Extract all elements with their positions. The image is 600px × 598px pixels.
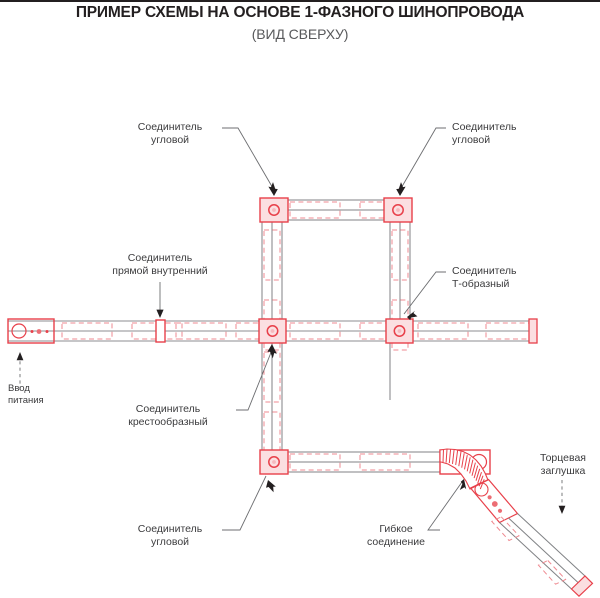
label-cross-connector: Соединитель крестообразный (128, 403, 208, 428)
end-cap-terminal (570, 575, 594, 598)
header-rule (0, 0, 600, 2)
straight-internal-connector[interactable] (155, 319, 166, 343)
label-tee-connector: Соединитель Т-образный (452, 265, 517, 290)
corner-connector-top-right[interactable] (383, 197, 413, 223)
label-corner-top-right: Соединитель угловой (452, 121, 517, 146)
leader-arrowheads (16, 182, 566, 514)
label-power-input: Ввод питания (8, 383, 44, 406)
leader-lines (19, 127, 563, 531)
corner-connector-bottom-left[interactable] (259, 449, 289, 475)
power-input-box-left[interactable] (7, 318, 55, 344)
cross-connector[interactable] (258, 318, 287, 344)
flex-ribs (442, 449, 485, 490)
label-corner-bottom-left: Соединитель угловой (137, 523, 203, 548)
page-title: ПРИМЕР СХЕМЫ НА ОСНОВЕ 1-ФАЗНОГО ШИНОПРО… (75, 4, 525, 21)
corner-connector-top-left[interactable] (259, 197, 289, 223)
label-flexible-joint: Гибкое соединение (367, 523, 425, 548)
page-subtitle: (ВИД СВЕРХУ) (251, 26, 349, 42)
tee-connector[interactable] (385, 318, 414, 344)
segment-joint-marks (61, 201, 537, 471)
label-end-cap: Торцевая заглушка (540, 452, 586, 477)
label-straight-internal: Соединитель прямой внутренний (112, 252, 208, 277)
label-corner-top-left: Соединитель угловой (137, 121, 203, 146)
angled-branch[interactable] (469, 478, 594, 598)
end-cap-main-bar-right[interactable] (528, 318, 538, 344)
